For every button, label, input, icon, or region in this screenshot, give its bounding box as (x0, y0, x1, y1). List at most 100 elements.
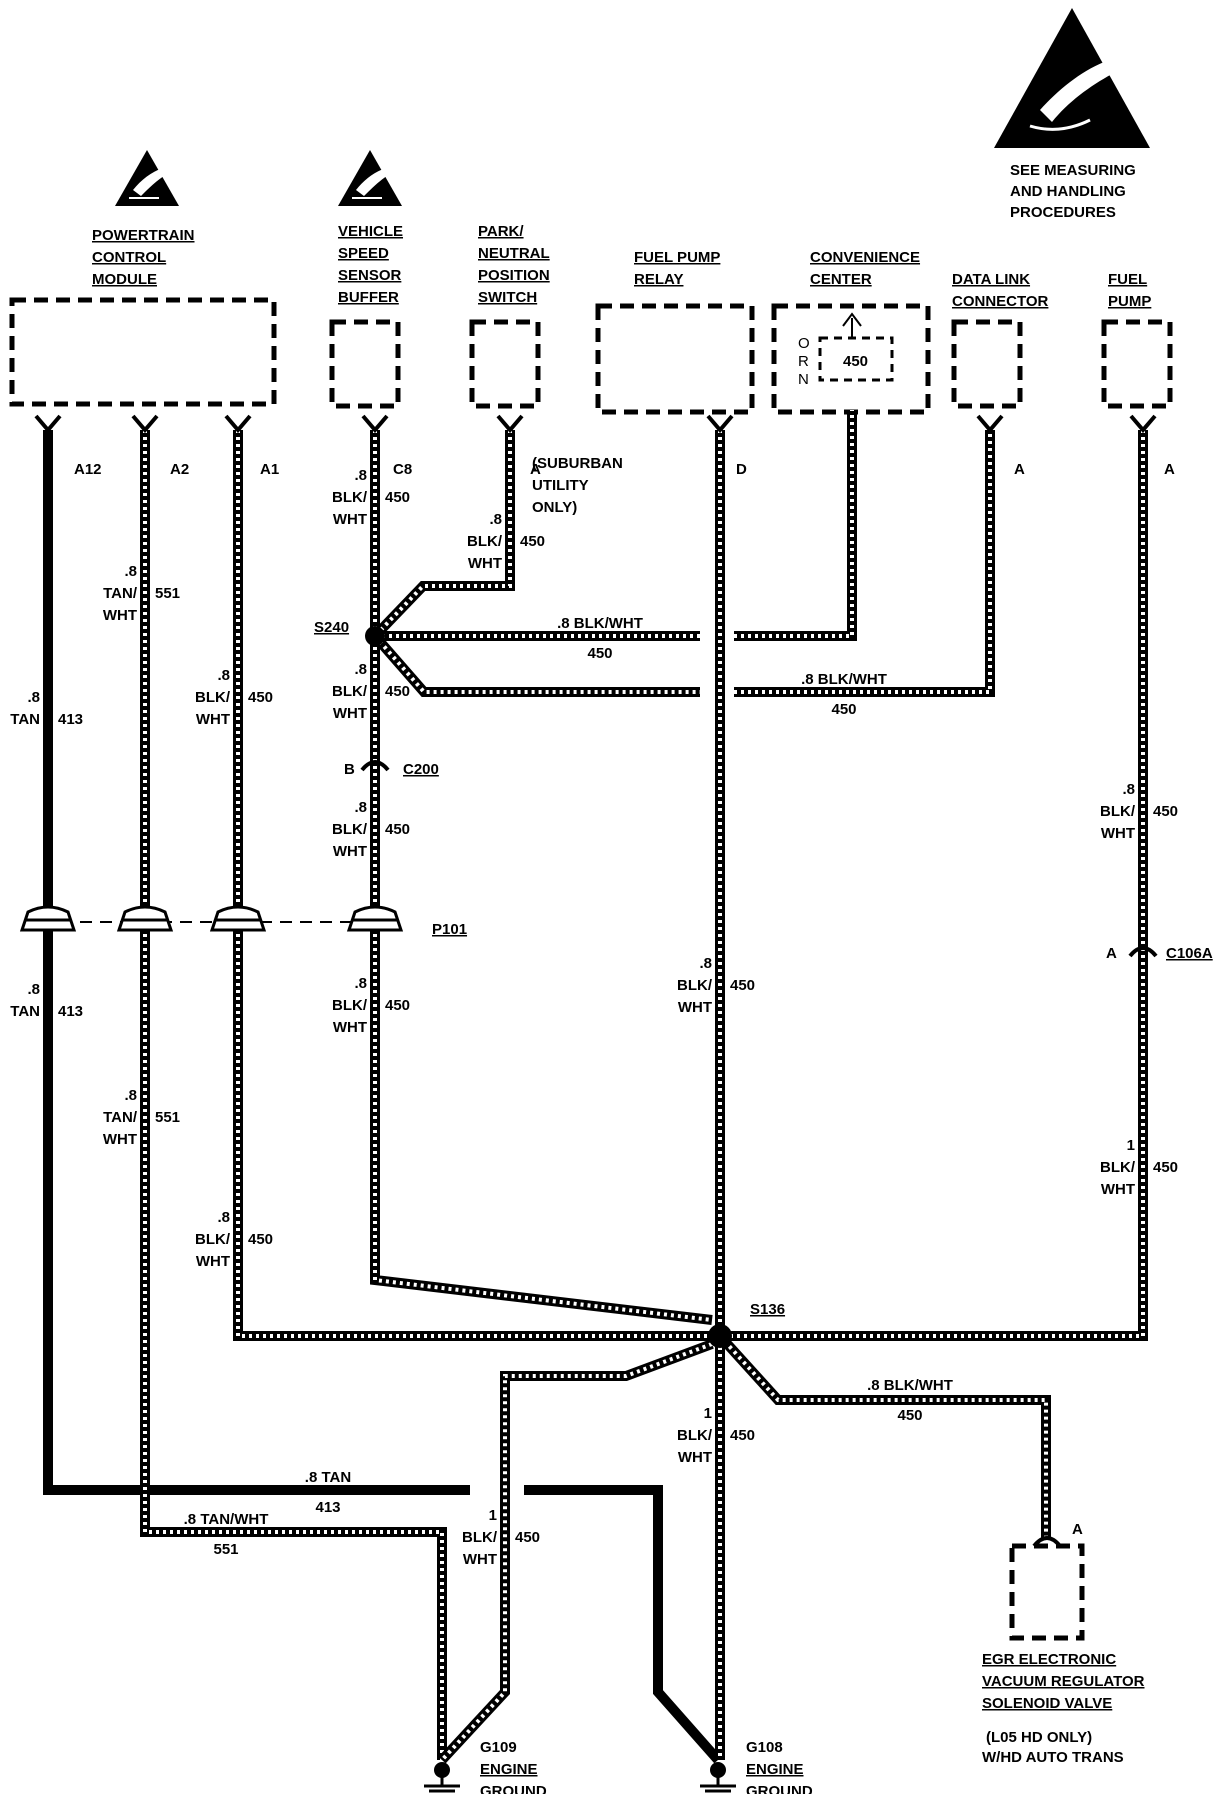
esd-note: SEE MEASURING AND HANDLING PROCEDURES (1010, 162, 1140, 221)
label-c200: C200 (403, 761, 439, 778)
p101-grommet-line (349, 918, 401, 932)
splice-s240 (365, 626, 385, 646)
label-pcm-2: CONTROL (92, 249, 166, 266)
wl-413-bot-circuit: 413 (58, 1003, 83, 1020)
wire-450-dlc-b-stripe (734, 430, 992, 694)
label-pcm-3: MODULE (92, 271, 157, 288)
wl-a1-bot-size: .8 (217, 1209, 230, 1226)
wl-551-bot-color: TAN/ (103, 1109, 138, 1126)
pin-markers (34, 414, 1157, 434)
pin-dlc: A (1014, 461, 1025, 478)
pin-fpr: D (736, 461, 747, 478)
wire-413-a (43, 430, 470, 1495)
pin-marker-icon (976, 414, 1004, 434)
wl-a1-bot-color: BLK/ (195, 1231, 231, 1248)
wl-h-tan-c: 413 (315, 1499, 340, 1516)
wire-450-fp (720, 430, 1148, 1341)
wl-fpr-bot-size: 1 (704, 1405, 712, 1422)
wl-fpr-bot-color2: WHT (678, 1449, 712, 1466)
wl-fpr-top-color: BLK/ (677, 977, 713, 994)
ground-g108-icon (700, 1762, 736, 1793)
wl-413-top-color: TAN (10, 711, 40, 728)
egr-box (1009, 1543, 1085, 1641)
wire-450-dlc-b (734, 430, 995, 697)
wl-551-top-size: .8 (124, 563, 137, 580)
egr-note-1: (L05 HD ONLY) (986, 1729, 1092, 1746)
pin-marker-icon (496, 414, 524, 434)
wl-fp-top-color2: WHT (1101, 825, 1135, 842)
wl-vssb-4-color: BLK/ (332, 997, 368, 1014)
wl-fp-top-color: BLK/ (1100, 803, 1136, 820)
wl-a1-bot-circuit: 450 (248, 1231, 273, 1248)
pin-a2: A2 (170, 461, 189, 478)
pin-marker-icon (706, 414, 734, 434)
esd-warning-icon-pcm (114, 149, 180, 207)
wl-vssb-3-color2: WHT (333, 843, 367, 860)
wire-450-dlc-a (371, 632, 700, 697)
wl-h-dlc: .8 BLK/WHT (801, 671, 887, 688)
wire-450-egr-stripe (718, 1334, 1048, 1540)
wire-551-stripe (143, 430, 444, 1760)
wl-551-top-circuit: 551 (155, 585, 180, 602)
wl-fp-top-circuit: 450 (1153, 803, 1178, 820)
wl-g109-circuit: 450 (515, 1529, 540, 1546)
conv-circuit: 450 (843, 353, 868, 370)
wl-fp-top-size: .8 (1122, 781, 1135, 798)
wl-fpr-bot-circuit: 450 (730, 1427, 755, 1444)
pin-egr: A (1072, 1521, 1083, 1538)
wl-h-egr-c: 450 (897, 1407, 922, 1424)
pin-pnp: A (530, 461, 541, 478)
wl-vssb-4-circuit: 450 (385, 997, 410, 1014)
c106a-connector-icon (1128, 946, 1158, 958)
pin-marker-icon (224, 414, 252, 434)
label-p101: P101 (432, 921, 467, 938)
vssb-box (329, 319, 401, 409)
wl-g109-color: BLK/ (462, 1529, 498, 1546)
wl-551-top-color: TAN/ (103, 585, 138, 602)
wire-450-vssb-stripe (373, 430, 713, 1322)
wl-h-tanwht-c: 551 (213, 1541, 238, 1558)
wl-vssb-3-color: BLK/ (332, 821, 368, 838)
wl-a1-top-color2: WHT (196, 711, 230, 728)
wl-h-conv-c: 450 (587, 645, 612, 662)
wl-vssb-2-color: BLK/ (332, 683, 368, 700)
pin-marker-icon (131, 414, 159, 434)
wl-pnp-color: BLK/ (467, 533, 503, 550)
wl-fp-bot-color: BLK/ (1100, 1159, 1136, 1176)
wl-pnp-circuit: 450 (520, 533, 545, 550)
pin-marker-icon (34, 414, 62, 434)
wire-450-vssb (370, 430, 713, 1325)
pin-a1: A1 (260, 461, 279, 478)
wl-g109-color2: WHT (463, 1551, 497, 1568)
wl-551-bot-color2: WHT (103, 1131, 137, 1148)
conv-inner-box (818, 336, 894, 382)
wl-vssb-1-color: BLK/ (332, 489, 368, 506)
conv-arrow-icon (842, 312, 862, 338)
label-pcm: POWERTRAIN (92, 227, 195, 244)
wl-vssb-2-circuit: 450 (385, 683, 410, 700)
splice-s136 (708, 1324, 732, 1348)
wl-fp-bot-size: 1 (1127, 1137, 1135, 1154)
pin-a12: A12 (74, 461, 102, 478)
wl-fp-bot-circuit: 450 (1153, 1159, 1178, 1176)
wire-413-b (524, 1485, 722, 1764)
fp-box (1101, 319, 1173, 409)
wl-vssb-2-size: .8 (354, 661, 367, 678)
wl-vssb-3-size: .8 (354, 799, 367, 816)
wl-vssb-3-circuit: 450 (385, 821, 410, 838)
wire-450-egr (716, 1332, 1051, 1540)
label-c106a: C106A (1166, 945, 1213, 962)
p101-grommet-line (119, 918, 171, 932)
wl-g109-size: 1 (489, 1507, 497, 1524)
label-s240: S240 (314, 619, 349, 636)
wire-450-conv-b-stripe (734, 410, 854, 638)
p101-grommet-line (212, 918, 264, 932)
wire-450-conv-b (734, 410, 857, 641)
wl-413-bot-size: .8 (27, 981, 40, 998)
